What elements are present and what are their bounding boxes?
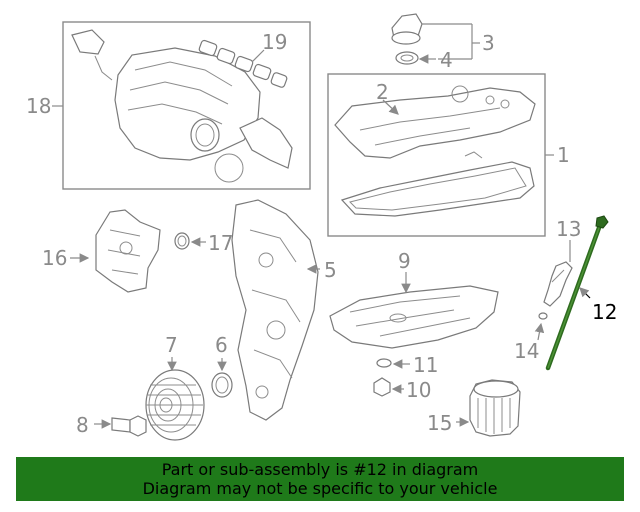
info-banner: Part or sub-assembly is #12 in diagram D… bbox=[16, 457, 624, 501]
callout-8: 8 bbox=[76, 413, 89, 437]
drain-plug[interactable] bbox=[373, 377, 391, 397]
timing-chain-cover[interactable] bbox=[231, 199, 319, 421]
crankshaft-seal-small[interactable] bbox=[174, 232, 190, 250]
callout-17: 17 bbox=[208, 231, 233, 255]
oil-filter[interactable] bbox=[469, 379, 521, 437]
callout-7: 7 bbox=[165, 333, 178, 357]
callout-12: 12 bbox=[592, 300, 617, 324]
oil-level-gauge-dipstick[interactable] bbox=[545, 215, 609, 371]
crankshaft-pulley-bolt[interactable] bbox=[111, 415, 147, 437]
callout-15: 15 bbox=[427, 411, 452, 435]
callout-18: 18 bbox=[26, 94, 51, 118]
callout-10: 10 bbox=[406, 378, 431, 402]
callout-19: 19 bbox=[262, 30, 287, 54]
cylinder-head-cover[interactable] bbox=[334, 85, 536, 159]
callout-6: 6 bbox=[215, 333, 228, 357]
intake-manifold[interactable] bbox=[71, 29, 293, 183]
oil-filler-cap-gasket[interactable] bbox=[395, 51, 419, 65]
callout-2: 2 bbox=[376, 80, 389, 104]
oil-pan[interactable] bbox=[329, 285, 499, 349]
cylinder-head-cover-gasket[interactable] bbox=[340, 151, 535, 217]
callout-1: 1 bbox=[557, 143, 570, 167]
drain-plug-gasket[interactable] bbox=[376, 358, 392, 368]
callout-16: 16 bbox=[42, 246, 67, 270]
oil-level-gauge-guide[interactable] bbox=[543, 261, 573, 307]
callout-13: 13 bbox=[556, 217, 581, 241]
callout-14: 14 bbox=[514, 339, 539, 363]
oil-filler-cap[interactable] bbox=[391, 13, 423, 45]
callout-3: 3 bbox=[482, 31, 495, 55]
banner-line-2: Diagram may not be specific to your vehi… bbox=[142, 479, 498, 498]
crankshaft-pulley[interactable] bbox=[145, 369, 205, 441]
oil-level-gauge-o-ring[interactable] bbox=[538, 312, 548, 320]
engine-mount-bracket[interactable] bbox=[95, 209, 161, 293]
crankshaft-front-seal[interactable] bbox=[211, 372, 233, 398]
callout-5: 5 bbox=[324, 258, 337, 282]
callout-11: 11 bbox=[413, 353, 438, 377]
callout-4: 4 bbox=[440, 48, 453, 72]
banner-line-1: Part or sub-assembly is #12 in diagram bbox=[161, 460, 479, 479]
intake-manifold-gaskets[interactable] bbox=[198, 39, 288, 88]
callout-9: 9 bbox=[398, 249, 411, 273]
engine-parts-diagram: 19 18 3 4 2 1 16 17 bbox=[26, 13, 617, 441]
